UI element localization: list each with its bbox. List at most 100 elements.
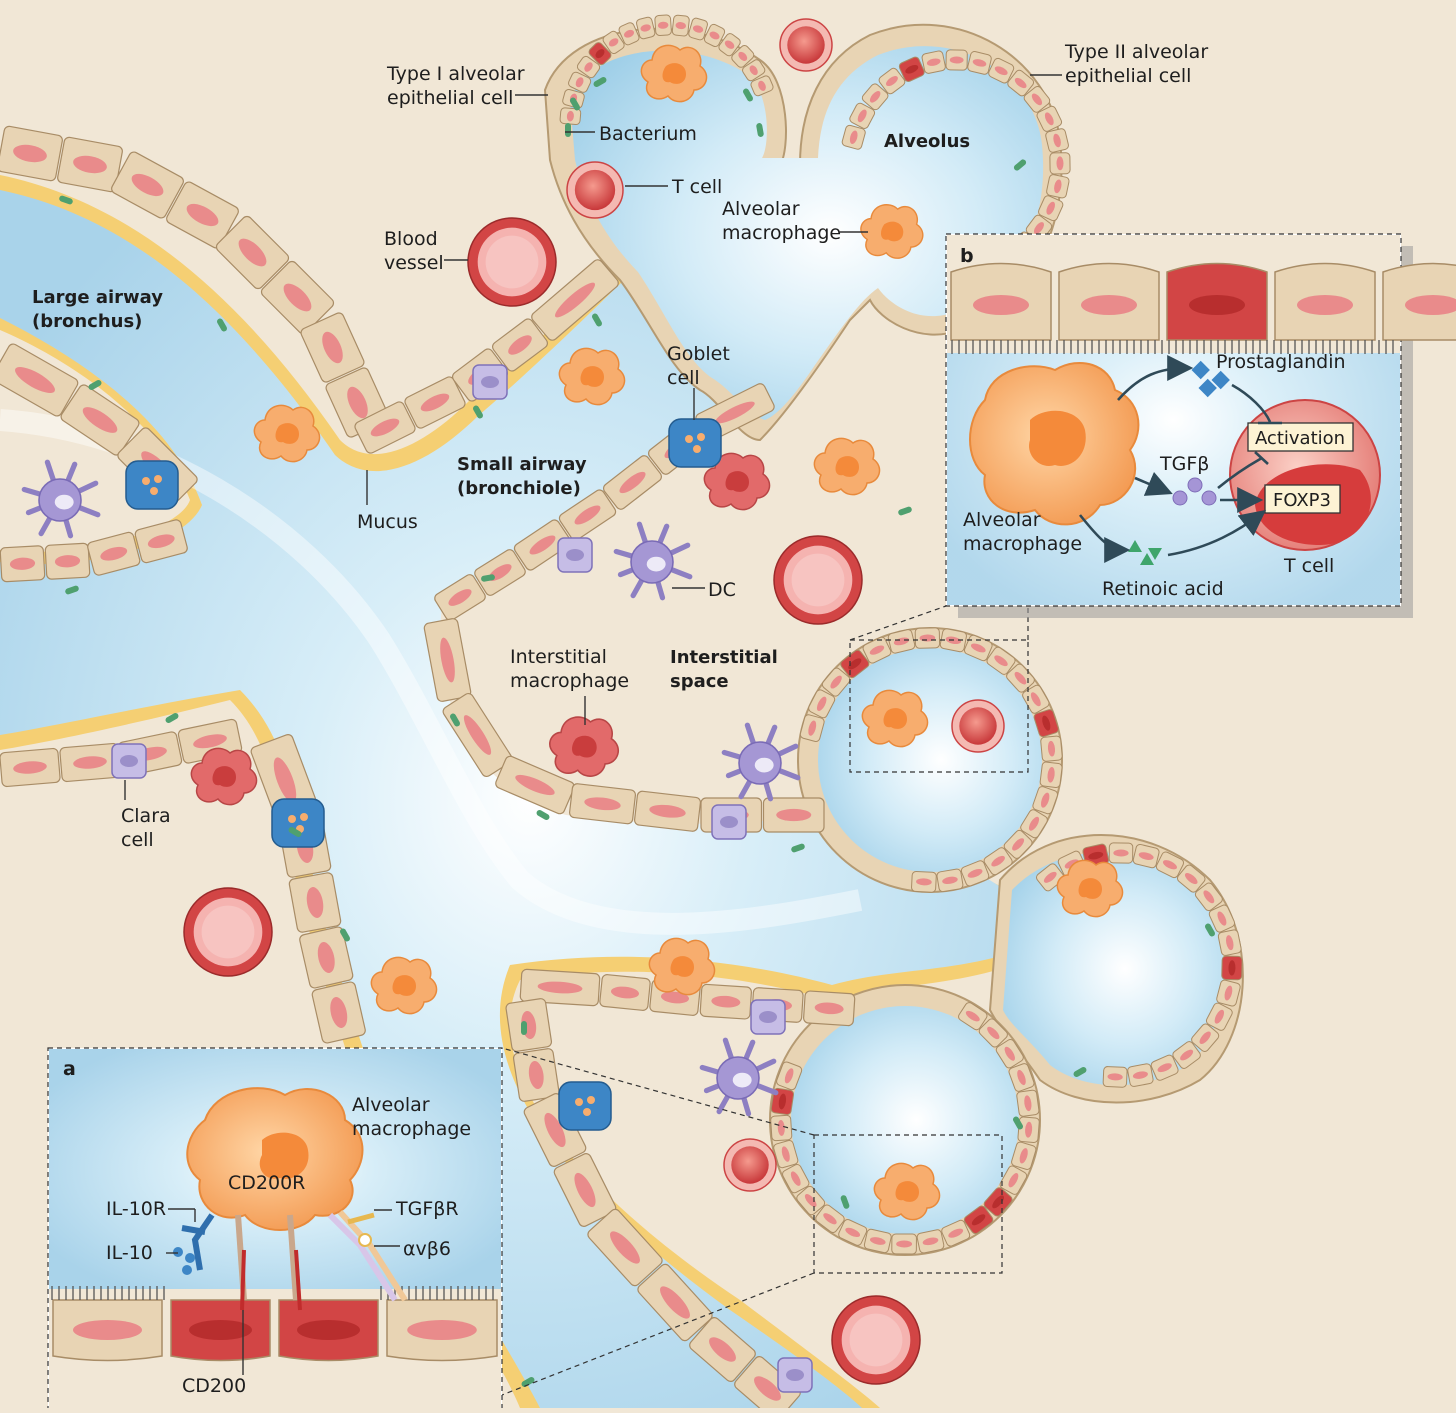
alveolar-epithelial-cell <box>636 16 656 40</box>
goblet-cell <box>271 798 325 848</box>
alveolar-epithelial-cell <box>983 847 1013 876</box>
bacterium <box>570 97 580 111</box>
bacterium <box>88 380 102 390</box>
alveolar-epithelial-cell <box>840 649 870 679</box>
leader-lines <box>124 74 1062 800</box>
dendritic-cell <box>699 1037 779 1117</box>
clara-cell <box>711 804 747 840</box>
macrophage <box>873 1162 941 1221</box>
dc-label: DC <box>708 579 736 601</box>
macrophage <box>549 716 620 777</box>
alveolar-epithelial-cell <box>1045 128 1069 153</box>
bronchiole-epithelial-cell <box>442 692 513 778</box>
alveolar-epithelial-cell <box>1102 1066 1128 1088</box>
t-cell <box>779 18 833 72</box>
bacterium <box>1013 1116 1023 1130</box>
alveolar-epithelial-cell <box>1205 1002 1233 1031</box>
alveolar-epithelial-cell <box>1040 735 1063 762</box>
bronchiole-epithelial-cell <box>762 797 825 833</box>
bacterium <box>521 1021 527 1035</box>
clara-label-line1: Clara <box>121 805 171 827</box>
alveolar-epithelial-cell <box>1176 864 1206 893</box>
bacterium <box>340 928 350 942</box>
alveolar-epithelial-cell <box>559 107 582 126</box>
type1-label-line1: Type I alveolar <box>386 63 525 85</box>
small-airway-label-line1: Small airway <box>457 454 587 475</box>
bronchus-epithelial-cell <box>299 926 354 989</box>
small-airway-label-line2: (bronchiole) <box>457 478 581 499</box>
alveolar-epithelial-cell <box>988 57 1015 84</box>
macrophage <box>813 437 881 496</box>
receptors <box>173 1209 408 1311</box>
alveolar-epithelial-cell <box>808 689 836 719</box>
alveolar-epithelial-cell <box>1036 105 1063 132</box>
alveolar-macrophage-label-line2: macrophage <box>722 222 841 244</box>
large-airway-label-line2: (bronchus) <box>32 311 142 332</box>
panel-a-letter: a <box>63 1058 76 1080</box>
alveolar-epithelial-cell <box>849 102 876 129</box>
type1-label-line2: epithelial cell <box>387 87 513 109</box>
alveolar-epithelial-cell <box>1020 809 1048 839</box>
alveolar-epithelial-cell <box>941 1219 971 1247</box>
bronchus-epithelial-cell <box>300 312 365 383</box>
tgfbr-label: TGFβR <box>395 1198 459 1220</box>
bacterium <box>791 843 805 853</box>
bronchus-epithelial-cell <box>215 215 290 290</box>
bronchiole-epithelial-cell <box>519 968 601 1007</box>
alveolar-epithelial-cell <box>978 1018 1008 1048</box>
bronchus-epithelial-cell <box>60 384 140 456</box>
bacterium <box>1205 923 1215 937</box>
alveolar-epithelial-cell <box>1191 1023 1220 1052</box>
dendritic-cell <box>721 722 801 802</box>
bronchus-epithelial-cell <box>166 181 239 249</box>
clara-cell <box>557 537 593 573</box>
avb6-label: αvβ6 <box>403 1238 451 1260</box>
alveolar-epithelial-cell <box>770 1114 793 1142</box>
macrophage <box>1056 859 1124 918</box>
bronchiole-epithelial-cell <box>558 489 617 541</box>
type2-label-line1: Type II alveolar <box>1064 41 1208 63</box>
bacterium <box>898 506 912 516</box>
interstitial-macrophage-label-line1: Interstitial <box>510 646 607 668</box>
alveolar-epithelial-cell <box>983 1187 1013 1217</box>
alveolar-epithelial-cell <box>1016 1089 1040 1117</box>
alveolar-epithelial-cell <box>1208 904 1236 933</box>
alveolar-epithelial-cell <box>1150 1054 1179 1081</box>
cells-layer <box>21 18 1215 1393</box>
alveolar-epithelial-cell <box>995 1039 1024 1069</box>
alveolar-epithelial-cell <box>1008 1063 1035 1092</box>
tgfb-label: TGFβ <box>1159 453 1209 475</box>
blood-vessel-label-line2: vessel <box>384 252 444 274</box>
bronchiole-epithelial-cell <box>512 1048 560 1102</box>
alveolar-epithelial-cell <box>1033 709 1059 738</box>
bronchiole-epithelial-cell <box>602 455 663 510</box>
alveolar-epithelial-cell <box>1127 1063 1154 1087</box>
alveolar-epithelial-cell <box>891 1233 917 1255</box>
blood-vessel <box>831 1295 921 1385</box>
macrophage <box>253 404 321 463</box>
macrophage <box>640 44 708 103</box>
bronchus-epithelial-cell <box>57 136 123 193</box>
bacterium <box>743 88 753 102</box>
alveolar-epithelial-cell <box>1022 684 1050 714</box>
interstitial-macrophage-label-line2: macrophage <box>510 670 629 692</box>
bacterium <box>473 405 483 419</box>
alveolar-epithelial-cell <box>960 860 990 887</box>
t-cell <box>951 699 1005 753</box>
alveolar-epithelial-cell <box>863 1228 892 1254</box>
bacterium <box>165 713 179 723</box>
alveolar-epithelial-cell <box>862 636 892 664</box>
alveolar-epithelial-cell <box>878 67 906 95</box>
clara-label-line2: cell <box>121 829 154 851</box>
alveolar-epithelial-cell <box>718 33 741 57</box>
bronchiole-epithelial-cell <box>637 1263 713 1342</box>
bronchus-epithelial-cell <box>0 545 46 583</box>
alveolar-epithelial-cell <box>958 1002 988 1031</box>
alveolar-epithelial-cell <box>576 55 601 79</box>
alveolar-epithelial-cell <box>731 44 755 68</box>
bacterium <box>1013 159 1027 171</box>
bacterium-label: Bacterium <box>599 123 697 145</box>
il10r-label: IL-10R <box>106 1198 166 1220</box>
clara-cell <box>111 743 147 779</box>
alveolar-epithelial-cell <box>1172 1041 1201 1069</box>
